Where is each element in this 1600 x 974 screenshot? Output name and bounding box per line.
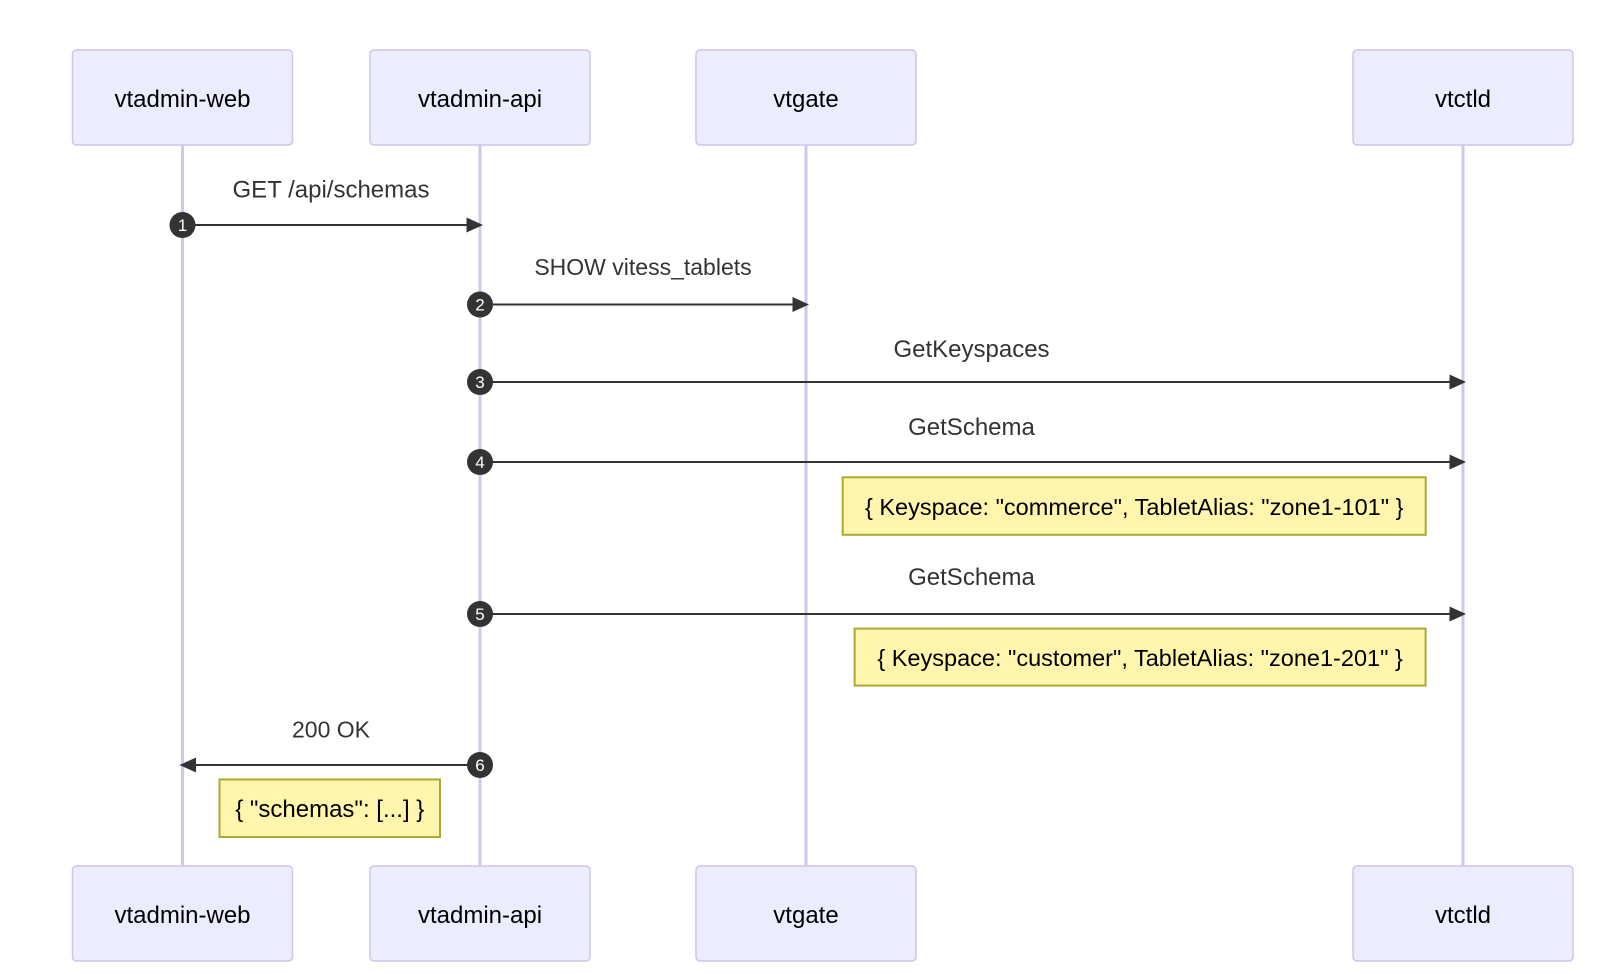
svg-text:GET /api/schemas: GET /api/schemas xyxy=(233,177,430,204)
svg-text:SHOW vitess_tablets: SHOW vitess_tablets xyxy=(534,254,751,280)
svg-text:{ "schemas": [...] }: { "schemas": [...] } xyxy=(235,796,424,823)
svg-text:{ Keyspace: "commerce", Tablet: { Keyspace: "commerce", TabletAlias: "zo… xyxy=(865,494,1404,520)
svg-text:vtadmin-api: vtadmin-api xyxy=(418,86,542,113)
svg-text:5: 5 xyxy=(475,605,484,624)
svg-text:vtctld: vtctld xyxy=(1435,86,1491,113)
svg-text:vtgate: vtgate xyxy=(773,902,838,929)
svg-text:4: 4 xyxy=(475,453,484,472)
svg-text:GetSchema: GetSchema xyxy=(908,564,1035,591)
svg-text:GetSchema: GetSchema xyxy=(908,414,1035,441)
svg-text:GetKeyspaces: GetKeyspaces xyxy=(893,336,1049,363)
svg-text:vtadmin-web: vtadmin-web xyxy=(114,86,250,113)
svg-text:2: 2 xyxy=(475,296,484,315)
svg-text:3: 3 xyxy=(475,373,484,392)
svg-text:vtctld: vtctld xyxy=(1435,902,1491,929)
svg-text:1: 1 xyxy=(178,216,187,235)
svg-text:{ Keyspace: "customer", Tablet: { Keyspace: "customer", TabletAlias: "zo… xyxy=(877,645,1403,671)
svg-text:vtadmin-web: vtadmin-web xyxy=(114,902,250,929)
svg-text:vtadmin-api: vtadmin-api xyxy=(418,902,542,929)
svg-text:vtgate: vtgate xyxy=(773,86,838,113)
svg-text:200 OK: 200 OK xyxy=(292,717,371,743)
svg-text:6: 6 xyxy=(475,756,484,775)
